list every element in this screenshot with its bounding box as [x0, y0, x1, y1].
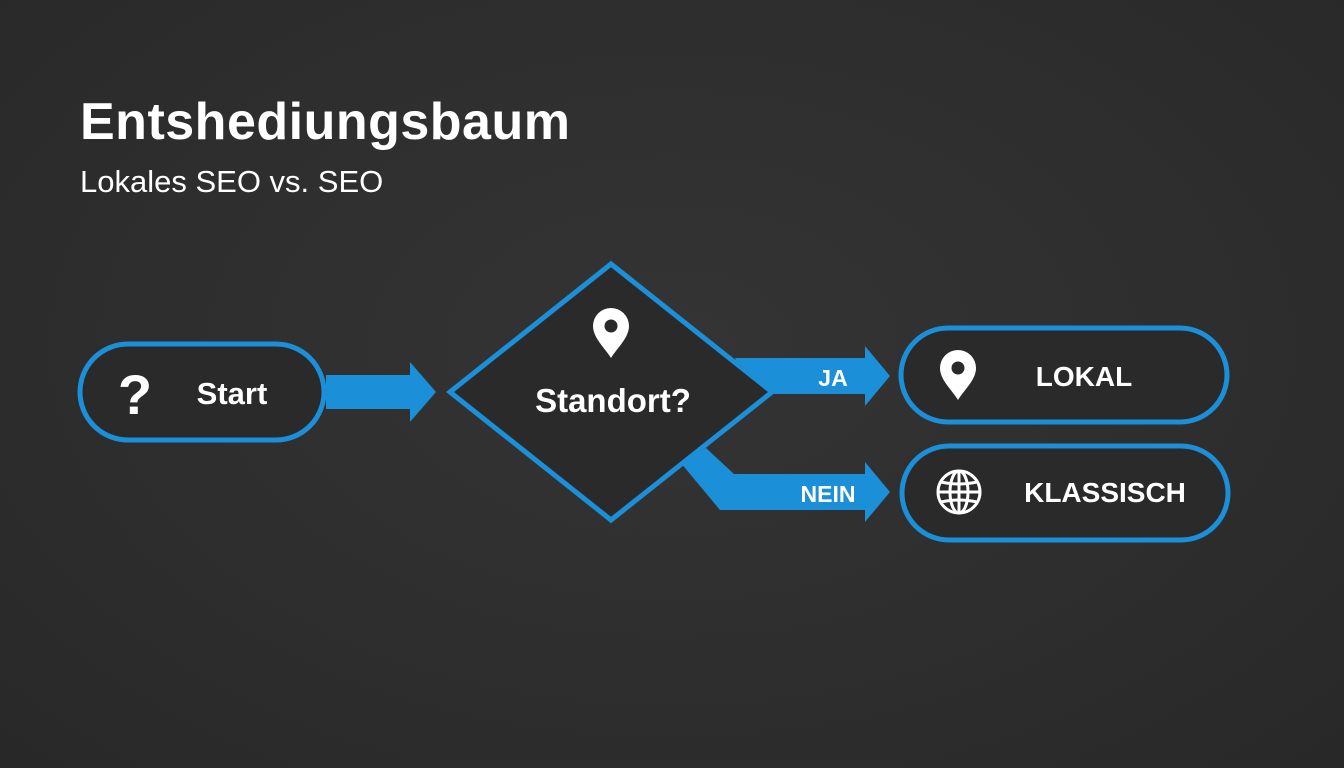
map-pin-icon: [593, 308, 629, 358]
arrow-no: [680, 448, 890, 522]
diagram-title: Entshediungsbaum: [80, 93, 571, 151]
question-mark-icon: ?: [118, 363, 152, 426]
decision-node: Standort?: [445, 260, 777, 524]
map-pin-icon: [940, 350, 976, 400]
edge-label-yes: JA: [818, 365, 847, 391]
diagram-subtitle: Lokales SEO vs. SEO: [80, 164, 384, 199]
classic-node-label: KLASSISCH: [1024, 477, 1186, 508]
globe-icon: [936, 469, 982, 515]
start-node-label: Start: [197, 376, 268, 411]
local-node-label: LOKAL: [1036, 361, 1132, 392]
edge-label-no: NEIN: [801, 481, 856, 507]
local-node: LOKAL: [898, 325, 1230, 425]
start-node: ? Start: [77, 341, 327, 443]
decision-node-label: Standort?: [535, 382, 691, 419]
classic-node: KLASSISCH: [899, 443, 1231, 543]
arrow-start-to-decision: [326, 362, 436, 422]
